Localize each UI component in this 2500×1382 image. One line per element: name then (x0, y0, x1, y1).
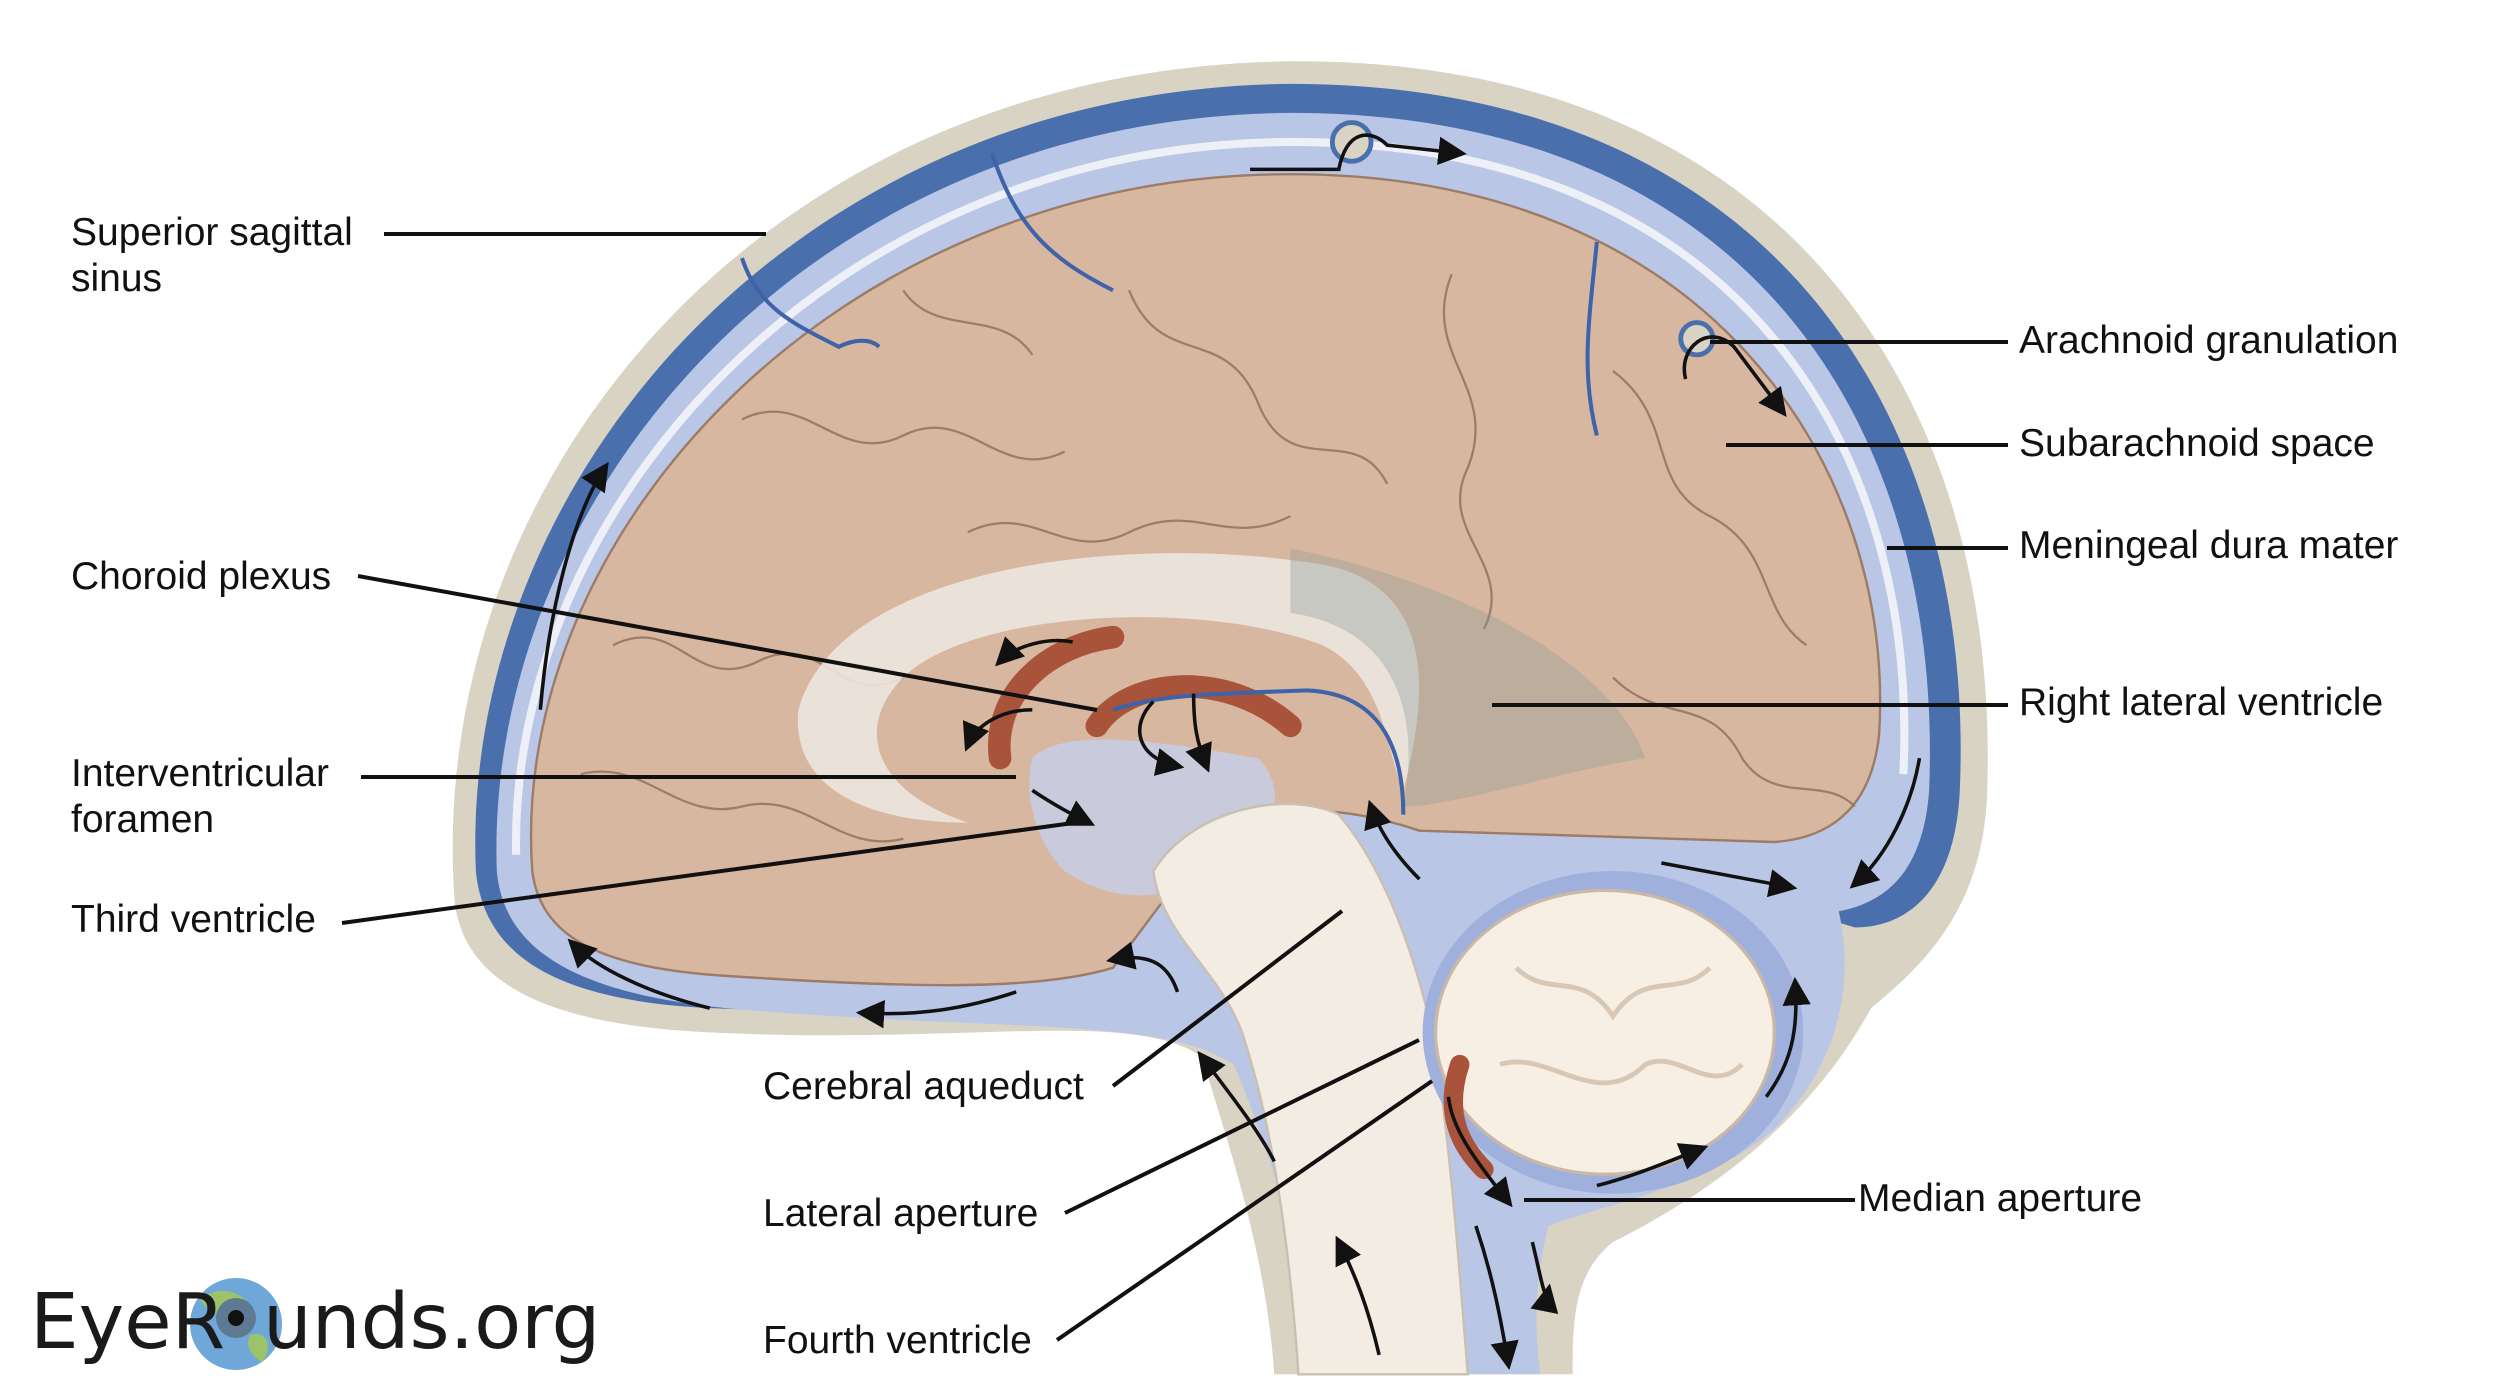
cerebellum (1433, 888, 1776, 1176)
label-meningeal-dura-mater: Meningeal dura mater (2019, 524, 2398, 567)
eyerounds-logo: EyeR unds.org (30, 1278, 600, 1370)
leader-lines (341, 232, 2008, 1342)
label-arachnoid-granulation: Arachnoid granulation (2019, 319, 2398, 362)
arbor-vitae (1499, 966, 1744, 1086)
csf-flow-arrows (538, 133, 1922, 1370)
logo-text-left: EyeR (30, 1278, 225, 1367)
label-superior-sagittal-sinus-line1: Superior sagittal (71, 211, 353, 254)
cerebral-veins (740, 152, 1599, 436)
label-median-aperture: Median aperture (1858, 1177, 2142, 1220)
corpus-callosum (797, 553, 1420, 823)
great-cerebral-vein (1112, 688, 1406, 815)
label-interventricular-foramen-line1: Interventricular (71, 752, 329, 795)
label-interventricular-foramen-line2: foramen (71, 798, 214, 841)
label-lateral-aperture: Lateral aperture (763, 1192, 1038, 1235)
choroid-plexus (988, 625, 1302, 770)
logo-text-right: unds.org (263, 1278, 600, 1367)
lateral-ventricle-shadow (1290, 548, 1646, 807)
label-choroid-plexus: Choroid plexus (71, 555, 331, 598)
label-third-ventricle: Third ventricle (71, 898, 316, 941)
brainstem (1152, 802, 1470, 1376)
arachnoid-membrane (512, 137, 1909, 855)
label-fourth-ventricle: Fourth ventricle (763, 1319, 1032, 1362)
label-subarachnoid-space: Subarachnoid space (2019, 422, 2375, 465)
label-cerebral-aqueduct: Cerebral aqueduct (763, 1065, 1084, 1108)
label-superior-sagittal-sinus-line2: sinus (71, 257, 162, 300)
label-right-lateral-ventricle: Right lateral ventricle (2019, 681, 2383, 724)
brain-illustration (452, 61, 1988, 1376)
